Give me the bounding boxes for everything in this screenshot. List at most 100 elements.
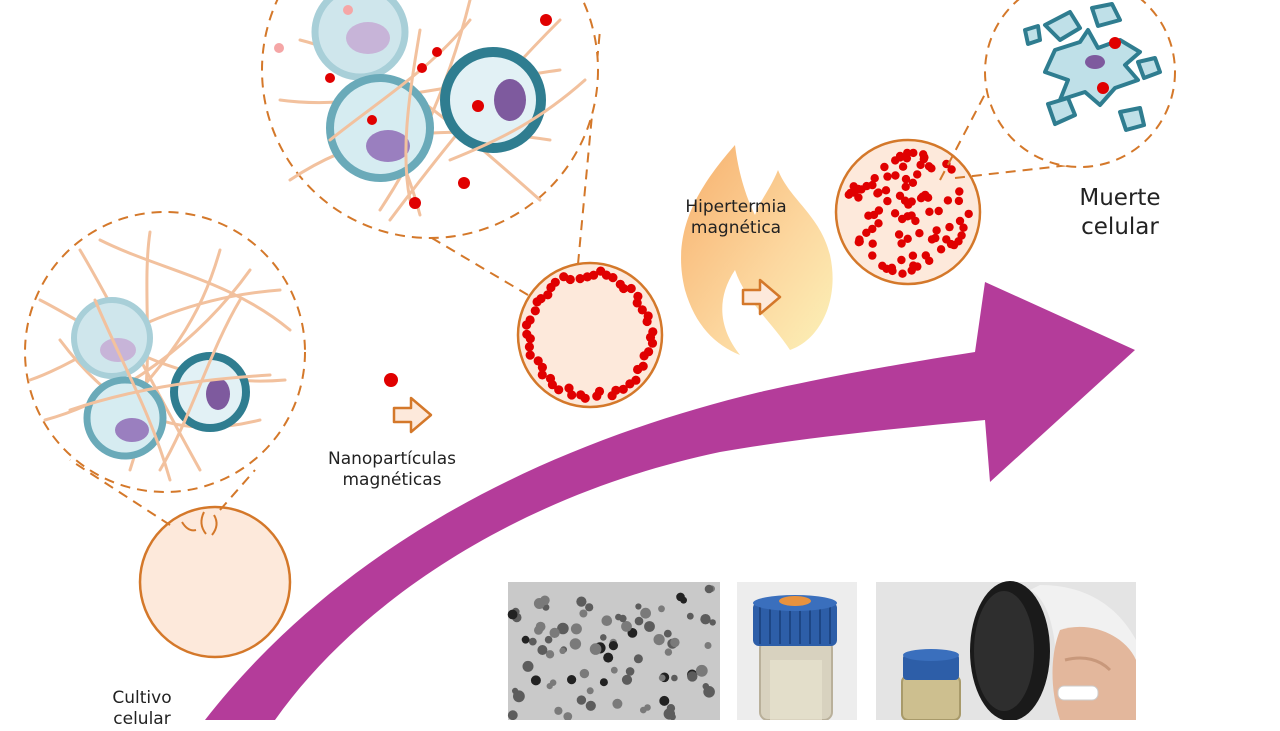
nanoparticle-dot [554,385,564,395]
nanoparticle-dot [855,235,864,244]
nanoparticle-dot [592,391,602,401]
nanoparticle-dot [919,150,928,159]
cell-death-label-line2: celular [1081,213,1159,240]
tem-particle [599,678,608,687]
tem-particle [659,695,670,706]
nanoparticle-dot [576,390,586,400]
tem-particle [669,713,676,720]
nanoparticle-dot [934,206,943,216]
nanoparticle-dot [896,153,905,162]
tem-particle [549,627,560,639]
nanoparticle-dot [897,255,906,265]
progress-arrow [205,282,1135,720]
nanoparticle-dot [908,178,918,187]
particle-ring [521,266,658,403]
nanoparticle-dot [633,364,643,375]
nanoparticle-dot [648,327,658,337]
nanoparticle-dot [530,306,540,316]
tem-particle [544,635,553,644]
tem-particle [579,609,588,618]
nanoparticle-dot [522,329,532,339]
nanoparticle-dot [887,263,897,272]
nanoparticle-dot [575,274,585,284]
nanoparticle-dot [878,261,887,270]
tem-particle [670,637,680,648]
nanoparticle-dot [564,383,574,393]
nanoparticle-dot [913,170,922,179]
tem-particle [570,623,582,635]
hyperthermia-label-line1: Hipertermia [685,197,787,217]
nanoparticles-top [274,5,552,209]
nanoparticle-dot [607,391,617,401]
tem-particle [545,650,555,659]
zoom-line [69,459,171,526]
nanoparticle-dot [921,190,930,200]
nanoparticle-dot [550,277,560,287]
tem-particle [653,634,665,646]
nanoparticle-dot [943,196,953,205]
tem-particle [621,621,632,632]
nanoparticle-dot [932,226,941,235]
nanoparticle-dot [903,212,912,221]
nanoparticle-dot [852,185,862,194]
nanoparticle-dot [868,251,877,260]
tem-particle [559,647,566,654]
tem-particle [666,704,676,713]
nanoparticle-dot [883,196,892,206]
cell [83,376,167,460]
culture-label: Cultivo celular [82,688,202,731]
hyperthermia-label: Hipertermia magnética [666,197,806,240]
nanoparticle-dot [639,351,649,361]
tem-particle [695,664,708,677]
tem-particle [586,687,594,695]
nanoparticle-dot [891,171,900,180]
tem-particle [511,687,519,695]
nanoparticle-dot [921,251,930,260]
tem-particle [554,706,563,715]
tem-particle [521,635,530,644]
tem-particle [634,616,644,626]
nanoparticle-dot [901,174,911,184]
tem-particle [612,698,623,709]
nanoparticle-dot [895,191,905,200]
tem-particle [658,674,666,682]
nanoparticle-dot [881,186,891,195]
nanoparticle-dot [869,210,879,220]
tem-particle [664,648,673,656]
zoom-line [219,469,256,511]
nanoparticle-dot [537,362,548,372]
tem-particle [567,675,577,685]
dead-nucleus [1085,55,1105,69]
tem-particle [644,621,655,632]
nanoparticle-dot [619,283,629,294]
tem-particle [608,641,619,651]
nanoparticle-dot [945,222,954,232]
step-arrow-icon [741,278,782,316]
nanoparticle-dot [916,160,925,170]
fiber-overlay [328,18,587,202]
nanoparticle-dot [936,245,946,254]
nanoparticle-dot [901,182,910,191]
nanoparticle-dot [525,315,535,325]
tem-particle [676,592,685,602]
nanoparticle-dot [862,228,871,237]
nanoparticle-dot [525,350,535,360]
nanoparticle-dot [545,373,556,384]
nanoparticle-dot [608,273,618,283]
tem-particle [576,695,587,705]
tem-particle [546,683,553,690]
nanoparticle-dot [903,234,912,243]
nanoparticle-dot [880,162,889,172]
culture-cell-fibers [181,511,218,536]
nanoparticle-dot [637,305,647,315]
tem-particle [658,605,665,613]
nanoparticle-dot [1109,37,1121,49]
zoom-line [939,74,996,181]
nanoparticle-dot [543,290,553,300]
nanoparticle-dot [947,165,956,174]
cell [311,0,409,81]
culture-cell [138,505,292,659]
nanoparticle-dot [927,235,937,244]
tem-particle [640,706,647,714]
nanoparticles-label-line1: Nanopartículas [327,449,456,469]
